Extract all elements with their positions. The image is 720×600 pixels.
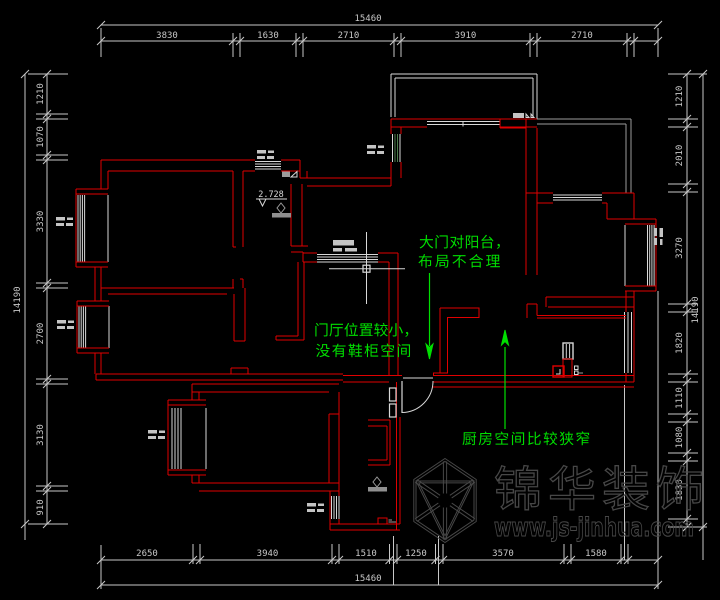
dim-top-seg-1: 1630 xyxy=(257,31,279,41)
entry-door-jamb-top xyxy=(388,387,397,402)
watermark-logo-spoke xyxy=(416,505,441,522)
dim-right-seg-2: 3270 xyxy=(675,237,685,259)
dim-top-seg-0: 3830 xyxy=(156,31,178,41)
window-tag xyxy=(654,228,663,245)
dim-top-seg-4: 2710 xyxy=(571,31,593,41)
dim-right-seg-4: 1110 xyxy=(675,387,685,409)
dim-right-seg-1: 2010 xyxy=(675,145,685,167)
dim-left-overall: 14190 xyxy=(13,286,23,313)
watermark-logo-spoke xyxy=(451,502,476,520)
doors-and-fixtures: 2.728 xyxy=(56,112,663,512)
dim-right-seg-5: 1080 xyxy=(675,427,685,449)
dim-bottom-seg-2: 1510 xyxy=(355,549,377,559)
dim-top-seg-2: 2710 xyxy=(338,31,360,41)
note-entry-line2 xyxy=(418,254,500,268)
note-entry-arrow-head xyxy=(425,342,434,360)
dimensions-bottom: 2650 3940 1510 1250 3570 1580 15460 xyxy=(96,291,663,590)
dim-bottom-seg-3: 1250 xyxy=(405,549,427,559)
level-value: 2.728 xyxy=(258,190,284,200)
dim-left-seg-2: 3330 xyxy=(36,211,46,233)
watermark-logo-spoke xyxy=(414,481,439,499)
dimensions-left: 1210 1070 3330 2700 3130 910 14190 xyxy=(13,69,68,540)
dim-left-seg-1: 1070 xyxy=(36,126,46,148)
dim-left-seg-4: 3130 xyxy=(36,424,46,446)
dim-bottom-seg-5: 1580 xyxy=(585,549,607,559)
watermark-url: www.js-jinhua.com xyxy=(494,513,694,543)
cad-cursor-pickbox xyxy=(362,264,371,273)
dim-left-seg-5: 910 xyxy=(36,499,46,515)
slider-rail xyxy=(282,171,290,177)
watermark-brand xyxy=(494,464,703,512)
dimensions-top: 15460 3830 1630 2710 3910 2710 xyxy=(96,14,663,57)
watermark-logo-edge xyxy=(413,457,477,544)
dimensions-right: 1210 2010 3270 1820 1110 1080 1830 14190 xyxy=(668,69,708,560)
slider-arrow xyxy=(289,170,298,178)
dim-top-seg-3: 3910 xyxy=(455,31,477,41)
note-kitchen-arrow-head xyxy=(500,329,510,347)
dim-right-overall: 14190 xyxy=(691,296,701,323)
level-triangle xyxy=(258,198,267,208)
dim-bottom-seg-1: 3940 xyxy=(257,549,279,559)
dim-top-overall: 15460 xyxy=(354,14,381,24)
dim-left-seg-0: 1210 xyxy=(36,83,46,105)
watermark-logo-spoke xyxy=(449,479,474,496)
note-entry-line1 xyxy=(419,234,500,249)
watermark-logo-edge xyxy=(415,480,475,541)
dim-right-seg-3: 1820 xyxy=(675,332,685,354)
dim-bottom-seg-4: 3570 xyxy=(492,549,514,559)
entry-door-jamb-bottom xyxy=(388,403,397,418)
dim-bottom-seg-0: 2650 xyxy=(136,549,158,559)
watermark: www.js-jinhua.com xyxy=(413,457,703,544)
dim-right-seg-0: 1210 xyxy=(675,86,685,108)
watermark-logo-edge xyxy=(417,482,473,537)
annotations xyxy=(315,234,590,446)
note-foyer-line1 xyxy=(315,322,409,337)
dim-left-seg-3: 2700 xyxy=(36,323,46,345)
dim-bottom-overall: 15460 xyxy=(354,574,381,584)
entry-door-swing xyxy=(401,380,434,413)
note-foyer-line2 xyxy=(316,343,411,358)
